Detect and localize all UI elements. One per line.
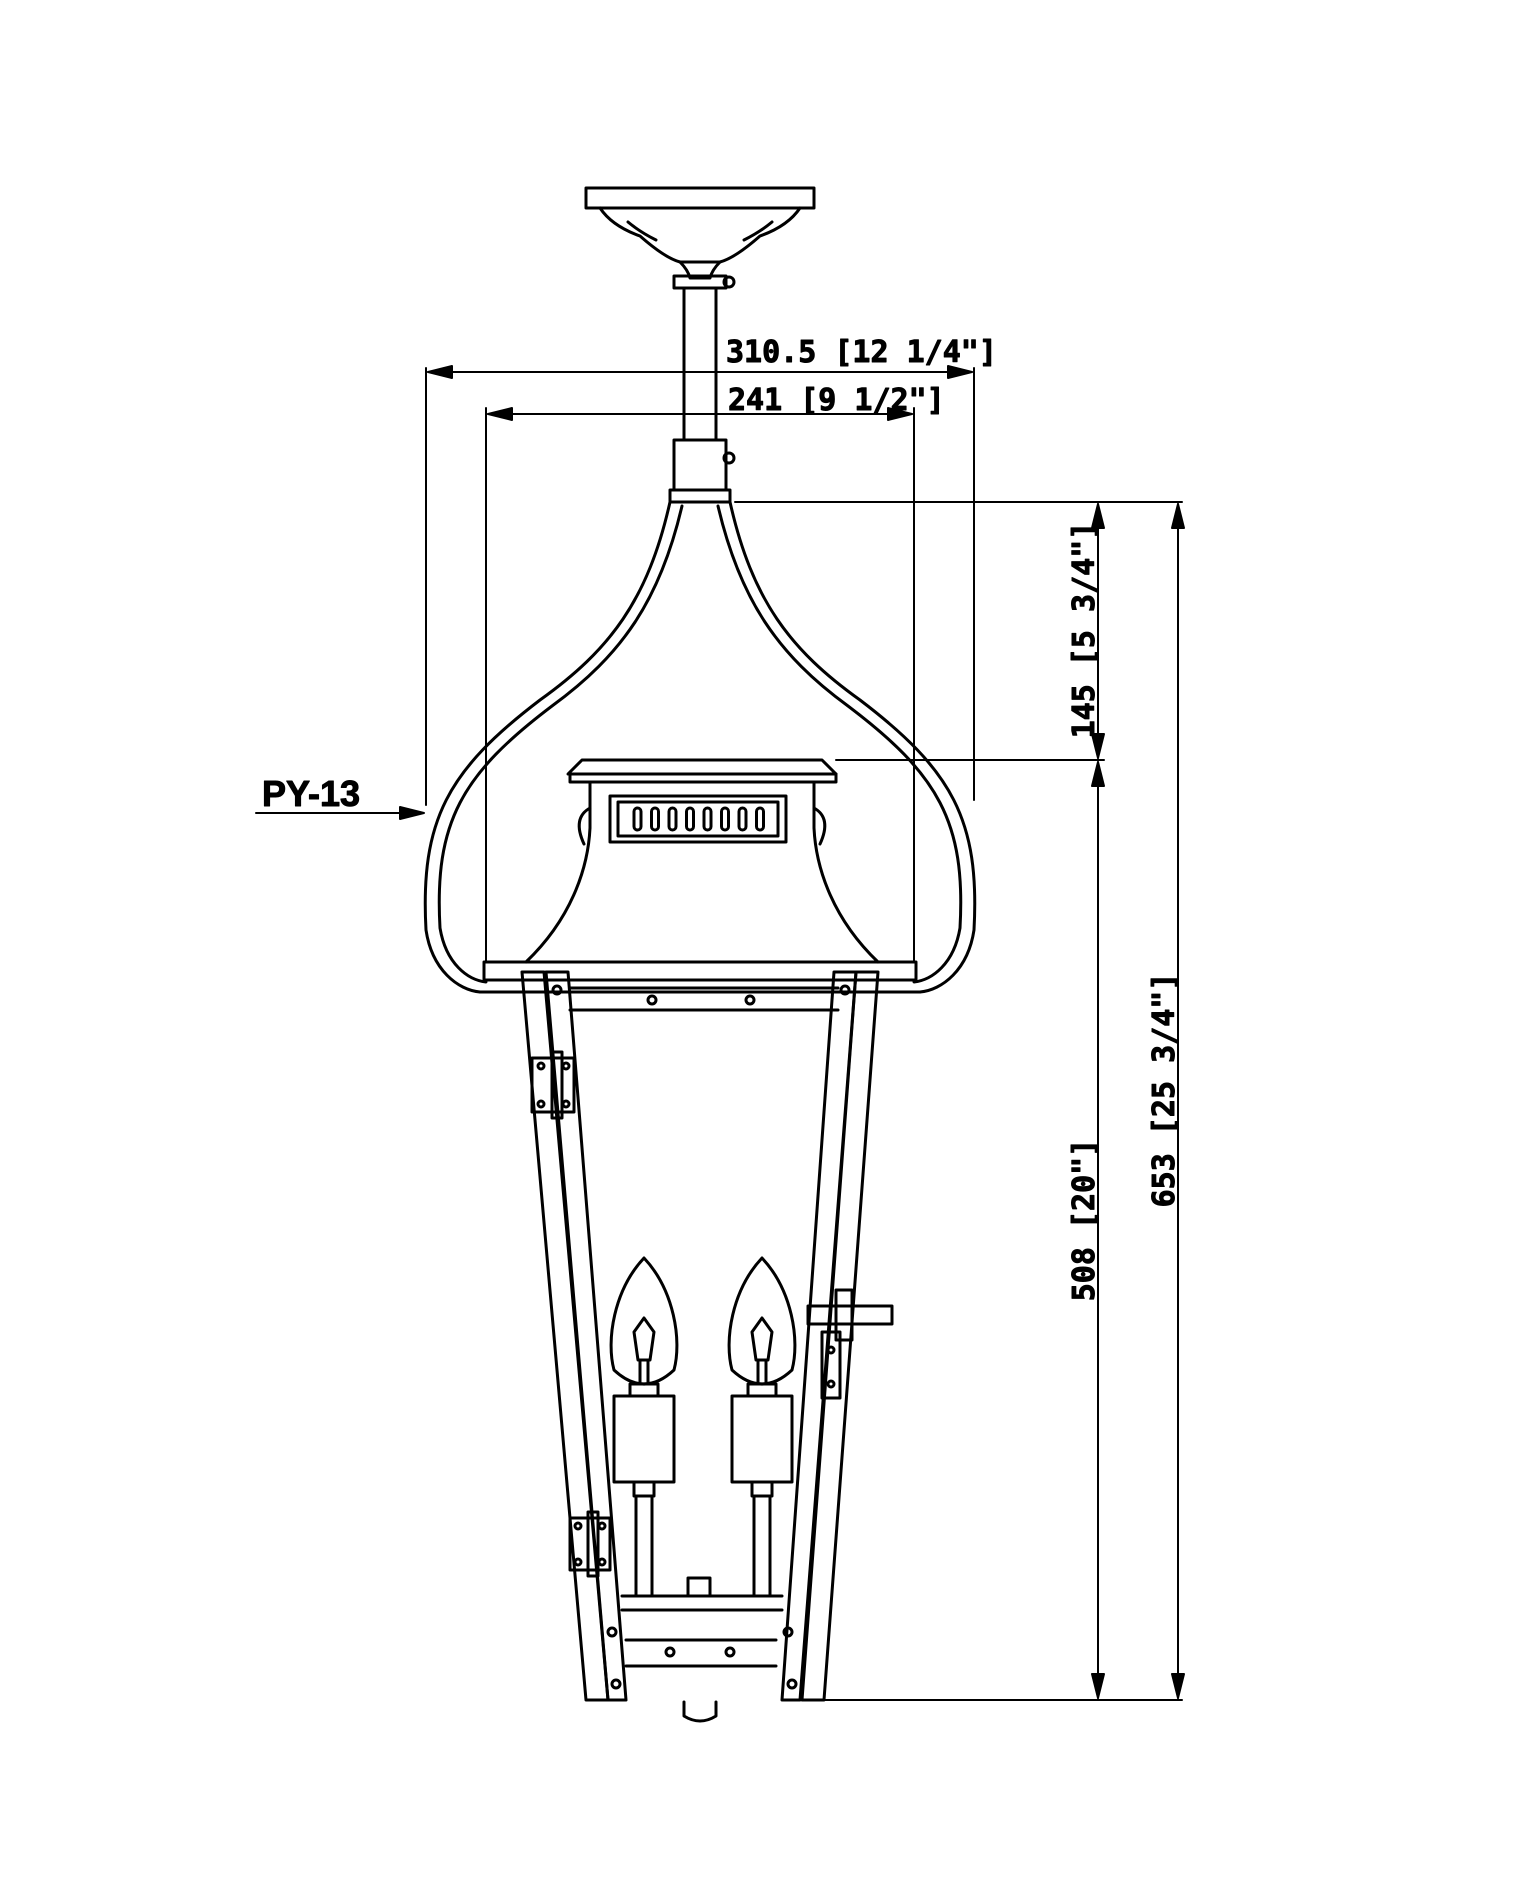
overall-width-label: 310.5 [12 1/4"] — [726, 335, 997, 370]
vent-slot — [685, 806, 695, 832]
callout-label: PY-13 — [262, 773, 360, 814]
vent-slot — [755, 806, 765, 832]
dimension-overall-width — [425, 365, 975, 806]
vent-slot — [720, 806, 730, 832]
onion-dome — [423, 500, 977, 994]
inner-width-label: 241 [9 1/2"] — [728, 383, 945, 418]
candle-right — [727, 1256, 797, 1598]
dimension-heights — [734, 501, 1185, 1701]
stem — [668, 274, 736, 504]
dimension-inner-width — [485, 407, 915, 963]
vent-slot — [650, 806, 660, 832]
vent-slot — [702, 806, 713, 832]
lantern-frame — [520, 970, 880, 1723]
upper-hinge — [530, 1050, 576, 1120]
top-height-label: 145 [5 3/4"] — [1067, 522, 1102, 739]
vent-slot — [737, 806, 748, 832]
vent-slots — [632, 806, 765, 832]
door-latch — [806, 1288, 894, 1400]
lower-hinge — [568, 1510, 612, 1578]
callout-leader — [255, 806, 425, 820]
ceiling-canopy — [584, 186, 816, 280]
candle-left — [609, 1256, 679, 1598]
body-height-label: 508 [20"] — [1067, 1139, 1102, 1302]
inner-hood — [524, 758, 880, 964]
overall-height-label: 653 [25 3/4"] — [1147, 973, 1182, 1208]
vent-slot — [632, 806, 643, 832]
vent-slot — [667, 806, 678, 832]
